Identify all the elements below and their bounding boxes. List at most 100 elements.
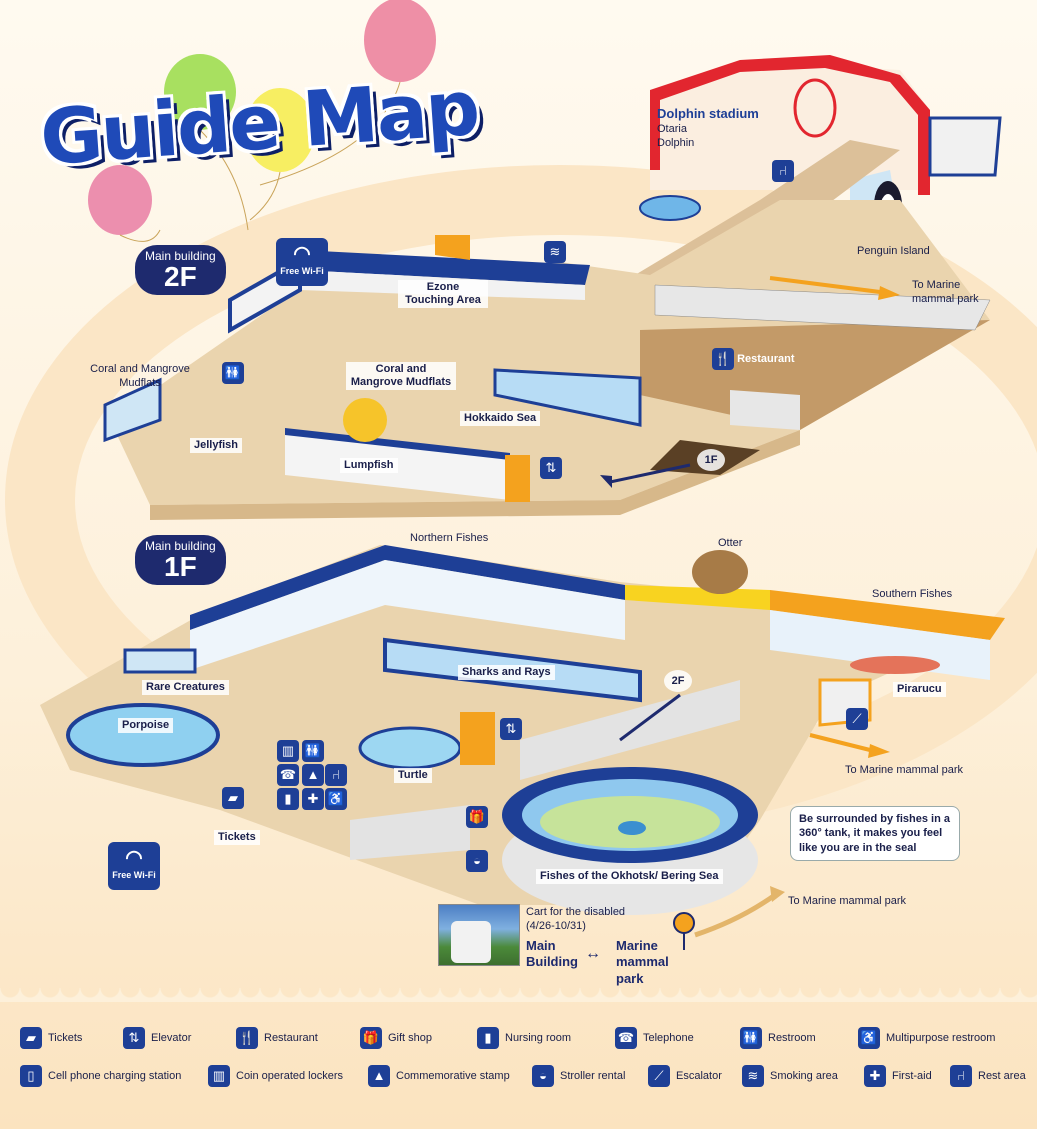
floor-label: Main building <box>145 539 216 553</box>
gift-icon: 🎁 <box>466 806 488 828</box>
rest-area-icon: ⑁ <box>325 764 347 786</box>
legend-row: ▰ Tickets ⇅Elevator 🍴 Restaurant 🎁Gift shop ▮ N… <box>0 1027 1037 1053</box>
wifi-icon: ◠Free Wi-Fi <box>108 842 160 890</box>
label-to-marine-mammal-park[interactable]: To Marine mammal park <box>845 764 963 776</box>
smoking-icon: ≋ <box>544 241 566 263</box>
stroller-icon: ◒ <box>466 850 488 872</box>
legend-label: Cell phone charging station <box>48 1070 182 1082</box>
stroller-icon: ◒ <box>532 1065 554 1087</box>
legend-item: ▰ Tickets <box>20 1027 82 1049</box>
label-to-marine-mammal-park[interactable]: To Marine mammal park <box>788 895 906 907</box>
elevator-icon: ⇅ <box>540 457 562 479</box>
legend-label: Escalator <box>676 1070 722 1082</box>
legend-item: ◒ Stroller rental <box>532 1065 625 1087</box>
locker-icon: ▥ <box>277 740 299 762</box>
label-pirarucu[interactable]: Pirarucu <box>893 682 946 698</box>
escalator-icon: ⟋ <box>846 708 868 730</box>
legend-item: ≋Smoking area <box>742 1065 838 1087</box>
cart-from: Main Building <box>526 938 578 970</box>
nursing-icon: ▮ <box>277 788 299 810</box>
label-tickets[interactable]: Tickets <box>214 830 260 846</box>
legend-label: Smoking area <box>770 1070 838 1082</box>
stairs-to-2f[interactable]: 2F <box>664 670 692 692</box>
label-ezone[interactable]: Ezone Touching Area <box>398 280 488 309</box>
legend-label: Multipurpose restroom <box>886 1032 996 1044</box>
footer-scallop <box>0 988 1037 1002</box>
restaurant-icon: 🍴 <box>236 1027 258 1049</box>
label-restaurant-2f[interactable]: 🍴 Restaurant <box>712 348 795 370</box>
label-lumpfish[interactable]: Lumpfish <box>340 458 398 474</box>
stamp-icon: ▲ <box>368 1065 390 1087</box>
restaurant-text: Restaurant <box>737 352 795 365</box>
label-porpoise[interactable]: Porpoise <box>118 718 174 734</box>
legend-item: ⟋Escalator <box>648 1065 722 1087</box>
floor-level: 2F <box>164 261 197 292</box>
stairs-to-1f[interactable]: 1F <box>697 449 725 471</box>
wifi-icon: ◠Free Wi-Fi <box>276 238 328 286</box>
rest-area-icon: ⑁ <box>950 1065 972 1087</box>
legend-item: ▯ Cell phone charging station <box>20 1065 181 1087</box>
legend-label: Tickets <box>48 1032 83 1044</box>
legend-label: Restroom <box>768 1032 816 1044</box>
legend-label: Stroller rental <box>560 1070 626 1082</box>
legend-item: ⇅Elevator <box>123 1027 191 1049</box>
phone-charging-icon: ▯ <box>20 1065 42 1087</box>
label-hokkaido-sea[interactable]: Hokkaido Sea <box>460 411 541 427</box>
label-jellyfish[interactable]: Jellyfish <box>190 438 243 454</box>
label-sharks-rays[interactable]: Sharks and Rays <box>458 665 555 681</box>
legend-item: ▮ Nursing room <box>477 1027 571 1049</box>
legend-label: Commemorative stamp <box>396 1070 510 1082</box>
label-penguin-island[interactable]: Penguin Island <box>857 245 930 257</box>
label-dolphin-stadium[interactable]: Dolphin stadium <box>657 106 759 121</box>
locker-icon: ▥ <box>208 1065 230 1087</box>
label-turtle[interactable]: Turtle <box>394 768 432 784</box>
gift-icon: 🎁 <box>360 1027 382 1049</box>
floor-level: 1F <box>164 551 197 582</box>
rest-area-icon: ⑁ <box>772 160 794 182</box>
ticket-icon: ▰ <box>20 1027 42 1049</box>
label-otaria: Otaria <box>657 123 687 135</box>
first-aid-icon: ✚ <box>302 788 324 810</box>
legend-item: 🍴 Restaurant <box>236 1027 318 1049</box>
stamp-icon: ▲ <box>302 764 324 786</box>
nursing-icon: ▮ <box>477 1027 499 1049</box>
label-okhotsk-bering-sea[interactable]: Fishes of the Okhotsk/ Bering Sea <box>536 869 723 885</box>
legend-label: Restaurant <box>264 1032 318 1044</box>
elevator-icon: ⇅ <box>123 1027 145 1049</box>
label-coral-mudflats-center[interactable]: Coral and Mangrove Mudflats <box>346 362 456 391</box>
balloons <box>88 0 436 242</box>
label-coral-mudflats-left[interactable]: Coral and Mangrove Mudflats <box>90 363 190 389</box>
legend: ▰ Tickets ⇅Elevator 🍴 Restaurant 🎁Gift shop ▮ N… <box>0 995 1037 1129</box>
label-otter[interactable]: Otter <box>718 537 743 549</box>
wifi-label: Free Wi-Fi <box>280 266 324 276</box>
legend-item: 🎁Gift shop <box>360 1027 432 1049</box>
elevator-icon: ⇅ <box>500 718 522 740</box>
legend-item: ▲ Commemorative stamp <box>368 1065 510 1087</box>
cart-photo <box>438 904 520 966</box>
label-to-marine-mammal-park[interactable]: To Marine mammal park <box>912 279 979 305</box>
floor-badge-2f: Main building 2F <box>135 245 226 295</box>
legend-item: 🚻Restroom <box>740 1027 816 1049</box>
telephone-icon: ☎ <box>277 764 299 786</box>
legend-label: Coin operated lockers <box>236 1070 344 1082</box>
label-dolphin: Dolphin <box>657 137 695 149</box>
cart-to: Marine mammal park <box>616 938 669 986</box>
label-southern-fishes[interactable]: Southern Fishes <box>872 588 953 600</box>
legend-label: Nursing room <box>505 1032 572 1044</box>
restroom-icon: 🚻 <box>302 740 324 762</box>
cart-title: Cart for the disabled <box>526 906 626 918</box>
telephone-icon: ☎ <box>615 1027 637 1049</box>
floor-1f <box>40 545 1005 950</box>
restroom-icon: 🚻 <box>222 362 244 384</box>
label-northern-fishes[interactable]: Northern Fishes <box>410 532 489 544</box>
legend-row: ▯ Cell phone charging station ▥ Coin operat… <box>0 1065 1037 1091</box>
ticket-icon: ▰ <box>222 787 244 809</box>
first-aid-icon: ✚ <box>864 1065 886 1087</box>
legend-item: ⑁Rest area <box>950 1065 1026 1087</box>
legend-item: ✚First-aid <box>864 1065 932 1087</box>
tank-callout: Be surrounded by fishes in a 360° tank, … <box>790 806 960 861</box>
wheelchair-icon: ♿ <box>325 788 347 810</box>
label-rare-creatures[interactable]: Rare Creatures <box>142 680 229 696</box>
multipurpose-restroom-icon: ♿ <box>858 1027 880 1049</box>
